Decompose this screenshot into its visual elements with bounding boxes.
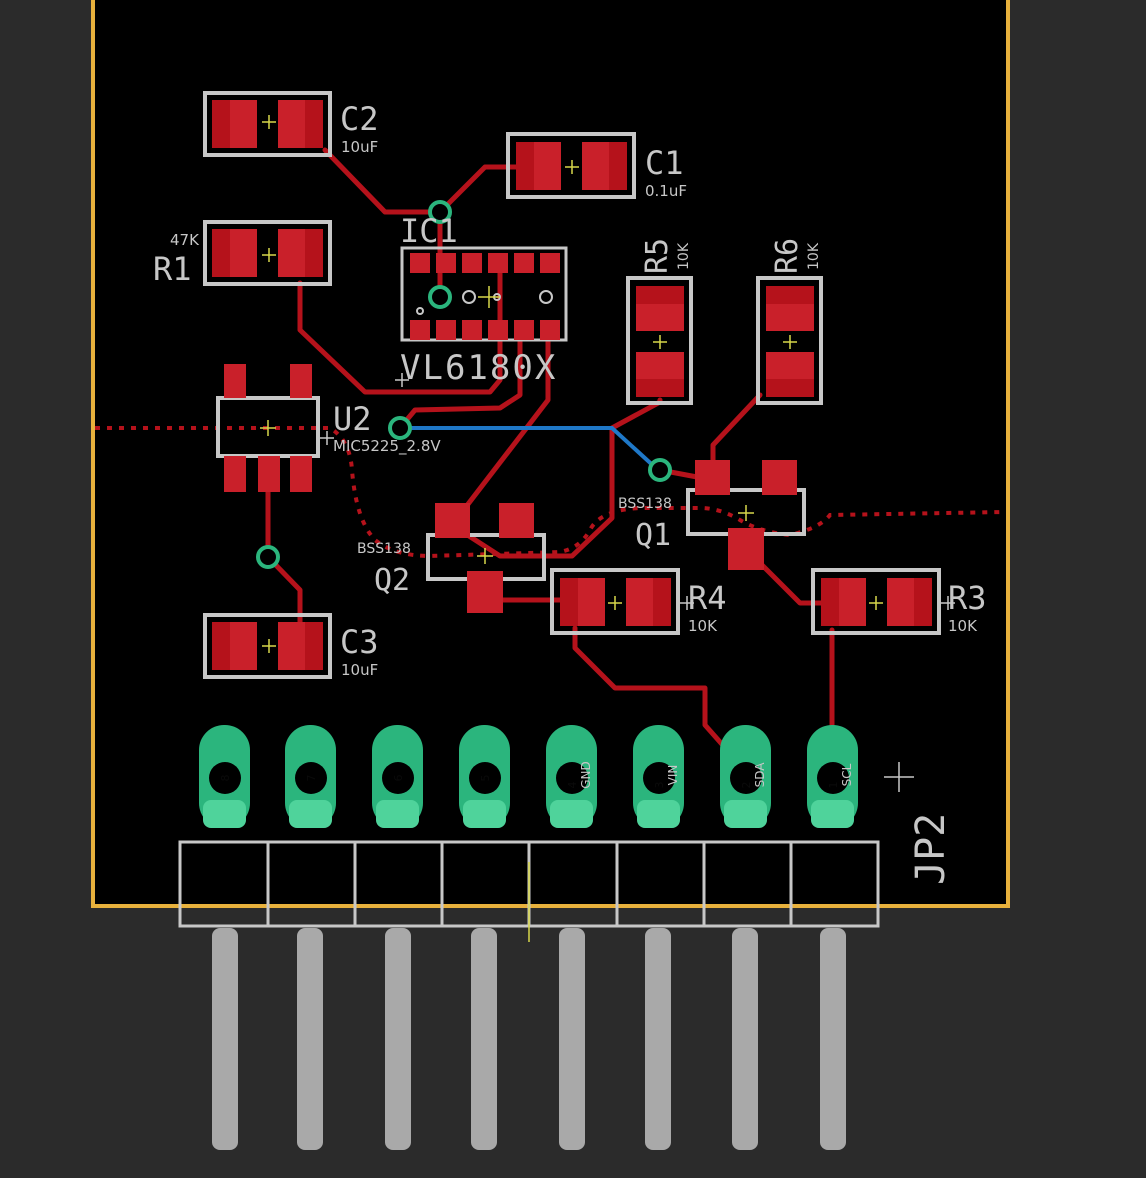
header-pin-2-metal: [732, 928, 758, 1150]
header-pin-1-metal: [820, 928, 846, 1150]
header-pin-7-num: 7: [305, 775, 318, 782]
q1-value: BSS138: [618, 496, 672, 512]
component-c2[interactable]: C2 10uF: [203, 91, 379, 157]
component-r4[interactable]: R4 10K: [550, 568, 727, 635]
component-r5[interactable]: R5 10K: [626, 238, 693, 405]
header-pad-1[interactable]: 1 SCL: [807, 725, 858, 828]
c1-label: C1: [645, 144, 684, 182]
component-ic1[interactable]: IC1 VL6180X: [395, 212, 568, 388]
r4-label: R4: [688, 579, 727, 617]
ic1-label: IC1: [400, 212, 458, 250]
component-r3[interactable]: R3 10K: [811, 568, 987, 635]
header-pin-8-num: 8: [219, 775, 232, 782]
via-4: [256, 545, 280, 569]
q1-label: Q1: [635, 518, 671, 553]
header-pin-6-metal: [385, 928, 411, 1150]
c2-label: C2: [340, 100, 379, 138]
header-pin-7-metal: [297, 928, 323, 1150]
via-2: [428, 285, 452, 309]
u2-label: U2: [333, 400, 372, 438]
header-pad-5[interactable]: 5: [459, 725, 510, 828]
header-pad-4[interactable]: 4 GND: [546, 725, 597, 828]
component-r6[interactable]: R6 10K: [756, 238, 823, 405]
r5-value: 10K: [676, 242, 692, 270]
header-pad-7[interactable]: 7: [285, 725, 336, 828]
component-u2[interactable]: U2 MIC5225_2.8V: [216, 364, 441, 492]
component-r1[interactable]: R1 47K: [153, 220, 332, 288]
header-pads: 8 7 6 5 4 GND: [199, 725, 858, 828]
r3-label: R3: [948, 579, 987, 617]
header-pad-8[interactable]: 8: [199, 725, 250, 828]
c3-label: C3: [340, 623, 379, 661]
header-pin-4-num: 4: [566, 782, 579, 789]
header-pad-3[interactable]: 3 VIN: [633, 725, 684, 828]
q2-value: BSS138: [357, 541, 411, 557]
header-pin-6-num: 6: [392, 775, 405, 782]
header-pin-1-num: 1: [827, 782, 840, 789]
r3-value: 10K: [948, 617, 978, 635]
header-pin-8-metal: [212, 928, 238, 1150]
u2-value: MIC5225_2.8V: [333, 437, 441, 456]
header-jp2-body: [178, 840, 880, 1150]
r1-value: 47K: [170, 231, 200, 249]
q2-label: Q2: [374, 563, 410, 598]
via-1: [428, 200, 452, 224]
jp2-origin-marker: [884, 762, 914, 792]
header-pad-6[interactable]: 6: [372, 725, 423, 828]
bottom-blue-trace: [400, 426, 660, 472]
header-pin-5-metal: [471, 928, 497, 1150]
component-c3[interactable]: C3 10uF: [203, 613, 379, 679]
header-pin-4-metal: [559, 928, 585, 1150]
c1-value: 0.1uF: [645, 182, 687, 200]
header-pin-4-label: GND: [579, 761, 593, 789]
header-pin-3-num: 3: [653, 782, 666, 789]
top-copper-traces: [265, 147, 835, 771]
r6-value: 10K: [806, 242, 822, 270]
header-pin-5-num: 5: [479, 775, 492, 782]
header-pins-metal: [212, 928, 846, 1150]
component-c1[interactable]: C1 0.1uF: [506, 132, 687, 200]
via-3: [388, 416, 412, 440]
header-pin-3-label: VIN: [666, 765, 680, 786]
via-5: [648, 458, 672, 482]
r4-value: 10K: [688, 617, 718, 635]
c3-value: 10uF: [341, 661, 378, 679]
component-q1[interactable]: Q1 BSS138: [618, 460, 806, 570]
c2-value: 10uF: [341, 138, 378, 156]
header-pin-2-label: SDA: [753, 762, 767, 788]
header-pin-3-metal: [645, 928, 671, 1150]
r6-label: R6: [770, 238, 805, 274]
component-q2[interactable]: Q2 BSS138: [357, 503, 546, 613]
r1-label: R1: [153, 250, 192, 288]
header-pad-2[interactable]: 2 SDA: [720, 725, 771, 828]
ic1-value: VL6180X: [400, 348, 557, 388]
r5-label: R5: [640, 238, 675, 274]
header-housing-outline: [178, 840, 880, 928]
vias: [256, 200, 672, 569]
header-pin-2-num: 2: [740, 782, 753, 789]
jp2-label: JP2: [908, 813, 954, 885]
header-pin-1-label: SCL: [840, 763, 854, 786]
